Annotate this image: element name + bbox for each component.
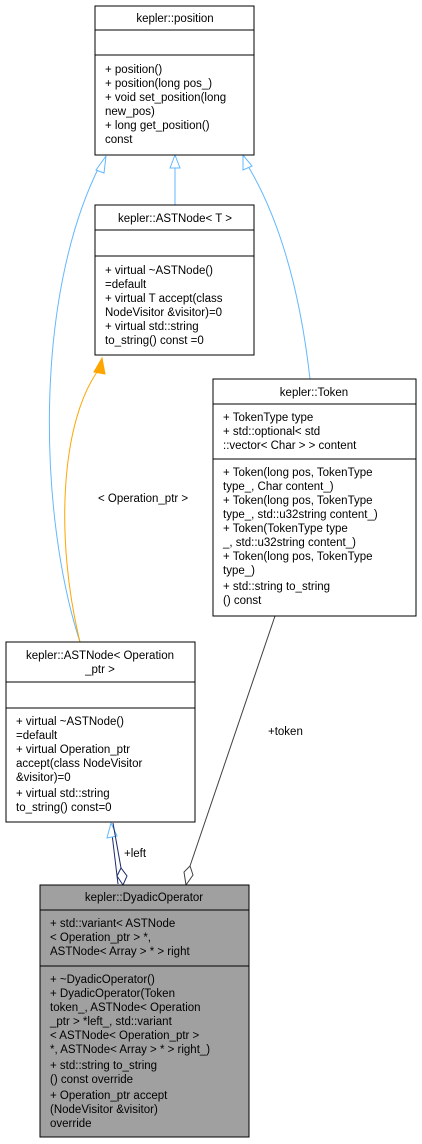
method-line: override	[50, 1118, 92, 1130]
method-line: () const override	[50, 1074, 133, 1086]
method-line: =default	[105, 279, 147, 291]
method-line: + virtual ~ASTNode()	[105, 265, 213, 277]
method-line: _ptr > *left_, std::variant	[49, 1016, 173, 1028]
method-line: + Operation_ptr accept	[50, 1090, 168, 1102]
attribute-line: ASTNode< Array > * > right	[50, 946, 190, 958]
class-title: kepler::ASTNode< Operation	[26, 650, 174, 662]
method-line: + long get_position()	[105, 120, 210, 132]
method-line: NodeVisitor &visitor)=0	[105, 307, 222, 319]
edge-template-instance	[64, 367, 101, 643]
token-edge-label: +token	[268, 726, 303, 738]
method-line: + virtual T accept(class	[105, 293, 223, 305]
attribute-line: + std::variant< ASTNode	[50, 918, 175, 930]
method-line: + std::string to_string	[50, 1060, 157, 1072]
method-line: type_)	[223, 565, 255, 577]
attribute-line: < Operation_ptr > *,	[50, 932, 151, 944]
method-line: =default	[16, 730, 58, 742]
attribute-line: + TokenType type	[223, 412, 313, 424]
method-line: new_pos)	[105, 106, 155, 118]
composition-diamond-token	[183, 865, 194, 887]
attribute-line: + std::optional< std	[223, 426, 320, 438]
class-title: _ptr >	[84, 664, 115, 676]
method-line: + Token(long pos, TokenType	[223, 467, 373, 479]
class-title: kepler::position	[136, 13, 213, 25]
method-line: &visitor)=0	[16, 772, 71, 784]
edge-astnode-op-to-position	[48, 164, 101, 643]
method-line: < ASTNode< Operation_ptr >	[50, 1030, 200, 1042]
method-line: + ~DyadicOperator()	[50, 974, 155, 986]
method-line: + DyadicOperator(Token	[50, 988, 175, 1000]
method-line: + virtual ~ASTNode()	[16, 716, 124, 728]
class-title: kepler::Token	[280, 387, 348, 399]
edge-token-composition	[189, 615, 276, 867]
method-line: (NodeVisitor &visitor)	[50, 1104, 158, 1116]
edge-left-composition	[112, 822, 122, 869]
template-arg-label: < Operation_ptr >	[98, 493, 188, 505]
method-line: + Token(long pos, TokenType	[223, 551, 373, 563]
method-line: to_string() const =0	[105, 335, 204, 347]
class-title: kepler::ASTNode< T >	[118, 213, 232, 225]
method-line: + position()	[105, 64, 162, 76]
class-title: kepler::DyadicOperator	[85, 892, 203, 904]
method-line: + virtual std::string	[105, 321, 199, 333]
method-line: *, ASTNode< Array > * > right_)	[50, 1044, 210, 1056]
class-dyadic-operator[interactable]: kepler::DyadicOperator + std::variant< A…	[39, 884, 250, 1138]
method-line: + virtual std::string	[16, 788, 110, 800]
attribute-line: ::vector< Char > > content	[223, 440, 357, 452]
method-line: + position(long pos_)	[105, 78, 212, 90]
method-line: type_, std::u32string content_)	[223, 509, 378, 521]
method-line: accept(class NodeVisitor	[16, 758, 143, 770]
class-astnode-operation-ptr[interactable]: kepler::ASTNode< Operation _ptr > + virt…	[5, 641, 196, 823]
method-line: token_, ASTNode< Operation	[50, 1002, 201, 1014]
method-line: + void set_position(long	[105, 92, 226, 104]
method-line: const	[105, 134, 133, 146]
class-token[interactable]: kepler::Token + TokenType type + std::op…	[212, 378, 417, 617]
method-line: + virtual Operation_ptr	[16, 744, 130, 756]
method-line: to_string() const=0	[16, 802, 112, 814]
method-line: + std::string to_string	[223, 581, 330, 593]
edge-token-to-position	[247, 165, 311, 380]
composition-diamond-left	[116, 867, 128, 887]
method-line: () const	[223, 595, 262, 607]
class-position[interactable]: kepler::position + position() + position…	[94, 5, 255, 156]
method-line: + Token(TokenType type	[223, 523, 348, 535]
class-astnode-t[interactable]: kepler::ASTNode< T > + virtual ~ASTNode(…	[94, 204, 255, 356]
method-line: _, std::u32string content_)	[222, 537, 356, 549]
left-edge-label: +left	[124, 848, 147, 860]
method-line: + Token(long pos, TokenType	[223, 495, 373, 507]
method-line: type_, Char content_)	[223, 481, 334, 493]
